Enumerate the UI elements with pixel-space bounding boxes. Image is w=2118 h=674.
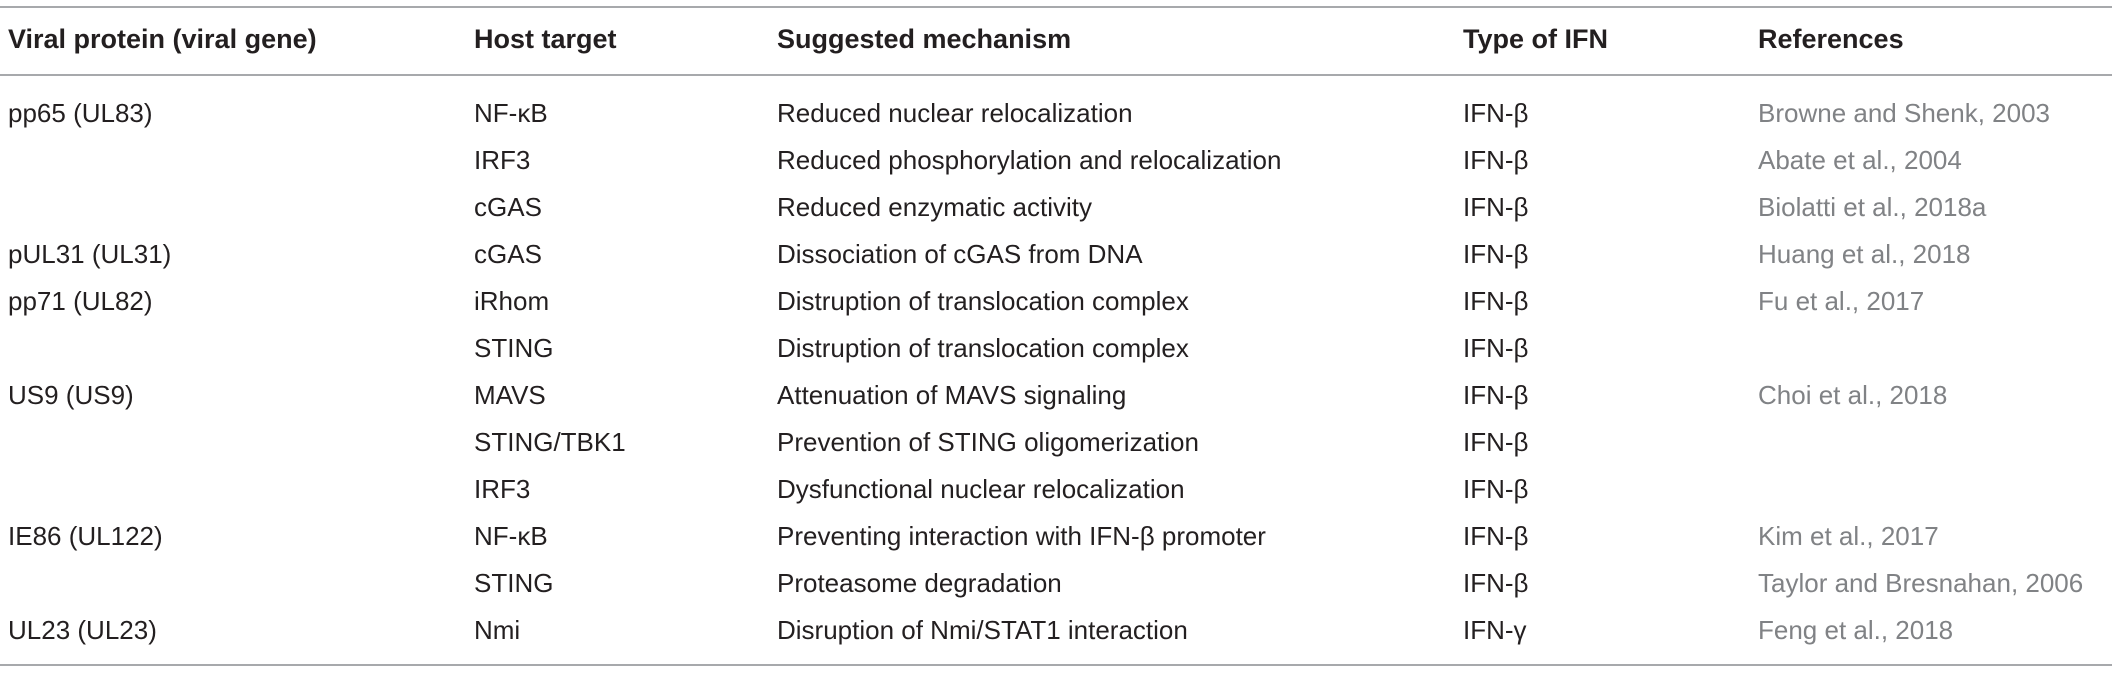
viral-protein-cell: pp65 (UL83) bbox=[8, 98, 153, 128]
ifn-type-cell: IFN-β bbox=[1463, 521, 1529, 551]
reference-cell: Abate et al., 2004 bbox=[1758, 145, 1962, 175]
host-target-cell: cGAS bbox=[474, 192, 542, 222]
table-row: IRF3 Reduced phosphorylation and relocali… bbox=[0, 137, 2112, 184]
ifn-type-cell: IFN-β bbox=[1463, 568, 1529, 598]
viral-protein-cell: pUL31 (UL31) bbox=[8, 239, 172, 269]
reference-cell: Fu et al., 2017 bbox=[1758, 286, 1925, 316]
table-row: pUL31 (UL31) cGAS Dissociation of cGAS fro… bbox=[0, 231, 2112, 278]
table-row: IRF3 Dysfunctional nuclear relocalization… bbox=[0, 466, 2112, 513]
header-suggested-mechanism: Suggested mechanism bbox=[777, 23, 1072, 54]
header-references: References bbox=[1758, 23, 1904, 54]
table-row: IE86 (UL122) NF-κB Preventing interaction … bbox=[0, 513, 2112, 560]
reference-cell bbox=[1758, 466, 2112, 513]
reference-cell: Taylor and Bresnahan, 2006 bbox=[1758, 568, 2084, 598]
mechanism-cell: Proteasome degradation bbox=[777, 568, 1062, 598]
reference-cell: Feng et al., 2018 bbox=[1758, 615, 1954, 645]
reference-cell: Biolatti et al., 2018a bbox=[1758, 192, 1987, 222]
viral-protein-cell: US9 (US9) bbox=[8, 380, 134, 410]
table-row: cGAS Reduced enzymatic activity IFN-β Biola… bbox=[0, 184, 2112, 231]
table-body: pp65 (UL83) NF-κB Reduced nuclear relocali… bbox=[0, 75, 2112, 665]
ifn-type-cell: IFN-β bbox=[1463, 145, 1529, 175]
ifn-type-cell: IFN-β bbox=[1463, 98, 1529, 128]
ifn-type-cell: IFN-β bbox=[1463, 192, 1529, 222]
host-target-cell: NF-κB bbox=[474, 521, 548, 551]
viral-protein-cell: pp71 (UL82) bbox=[8, 286, 153, 316]
host-target-cell: IRF3 bbox=[474, 145, 531, 175]
reference-cell: Browne and Shenk, 2003 bbox=[1758, 98, 2050, 128]
reference-cell: Kim et al., 2017 bbox=[1758, 521, 1939, 551]
host-target-cell: IRF3 bbox=[474, 474, 531, 504]
mechanism-cell: Reduced nuclear relocalization bbox=[777, 98, 1133, 128]
viral-protein-cell bbox=[0, 184, 474, 231]
viral-protein-table: Viral protein (viral gene) Host target S… bbox=[0, 6, 2112, 666]
table-row: STING/TBK1 Prevention of STING oligomeriz… bbox=[0, 419, 2112, 466]
viral-protein-cell bbox=[0, 560, 474, 607]
ifn-type-cell: IFN-β bbox=[1463, 239, 1529, 269]
mechanism-cell: Dissociation of cGAS from DNA bbox=[777, 239, 1143, 269]
header-type-of-ifn: Type of IFN bbox=[1463, 23, 1608, 54]
table-row: STING Proteasome degradation IFN-β Taylor a… bbox=[0, 560, 2112, 607]
ifn-type-cell: IFN-β bbox=[1463, 333, 1529, 363]
table-row: US9 (US9) MAVS Attenuation of MAVS signali… bbox=[0, 372, 2112, 419]
mechanism-cell: Disruption of Nmi/STAT1 interaction bbox=[777, 615, 1188, 645]
ifn-type-cell: IFN-β bbox=[1463, 286, 1529, 316]
host-target-cell: cGAS bbox=[474, 239, 542, 269]
mechanism-cell: Prevention of STING oligomerization bbox=[777, 427, 1199, 457]
header-host-target: Host target bbox=[474, 23, 617, 54]
table-row: STING Distruption of translocation comple… bbox=[0, 325, 2112, 372]
viral-protein-cell: UL23 (UL23) bbox=[8, 615, 157, 645]
mechanism-cell: Reduced enzymatic activity bbox=[777, 192, 1093, 222]
ifn-type-cell: IFN-β bbox=[1463, 427, 1529, 457]
reference-cell bbox=[1758, 325, 2112, 372]
mechanism-cell: Reduced phosphorylation and relocalizati… bbox=[777, 145, 1282, 175]
mechanism-cell: Dysfunctional nuclear relocalization bbox=[777, 474, 1185, 504]
mechanism-cell: Attenuation of MAVS signaling bbox=[777, 380, 1127, 410]
ifn-type-cell: IFN-β bbox=[1463, 380, 1529, 410]
mechanism-cell: Distruption of translocation complex bbox=[777, 333, 1189, 363]
mechanism-cell: Preventing interaction with IFN-β promot… bbox=[777, 521, 1266, 551]
host-target-cell: STING bbox=[474, 333, 554, 363]
table-row: pp65 (UL83) NF-κB Reduced nuclear relocali… bbox=[0, 75, 2112, 137]
viral-protein-cell bbox=[0, 325, 474, 372]
mechanism-cell: Distruption of translocation complex bbox=[777, 286, 1189, 316]
reference-cell: Huang et al., 2018 bbox=[1758, 239, 1971, 269]
viral-protein-cell bbox=[0, 466, 474, 513]
viral-protein-cell: IE86 (UL122) bbox=[8, 521, 163, 551]
table-row: UL23 (UL23) Nmi Disruption of Nmi/STAT1 in… bbox=[0, 607, 2112, 665]
host-target-cell: MAVS bbox=[474, 380, 546, 410]
reference-cell: Choi et al., 2018 bbox=[1758, 380, 1948, 410]
ifn-type-cell: IFN-γ bbox=[1463, 615, 1527, 645]
table-row: pp71 (UL82) iRhom Distruption of transloca… bbox=[0, 278, 2112, 325]
host-target-cell: NF-κB bbox=[474, 98, 548, 128]
host-target-cell: iRhom bbox=[474, 286, 550, 316]
host-target-cell: STING/TBK1 bbox=[474, 427, 626, 457]
reference-cell bbox=[1758, 419, 2112, 466]
ifn-type-cell: IFN-β bbox=[1463, 474, 1529, 504]
viral-protein-cell bbox=[0, 419, 474, 466]
host-target-cell: Nmi bbox=[474, 615, 521, 645]
header-row: Viral protein (viral gene) Host target S… bbox=[0, 7, 2112, 75]
header-viral-protein: Viral protein (viral gene) bbox=[8, 23, 317, 54]
table-header: Viral protein (viral gene) Host target S… bbox=[0, 7, 2112, 75]
viral-protein-cell bbox=[0, 137, 474, 184]
host-target-cell: STING bbox=[474, 568, 554, 598]
